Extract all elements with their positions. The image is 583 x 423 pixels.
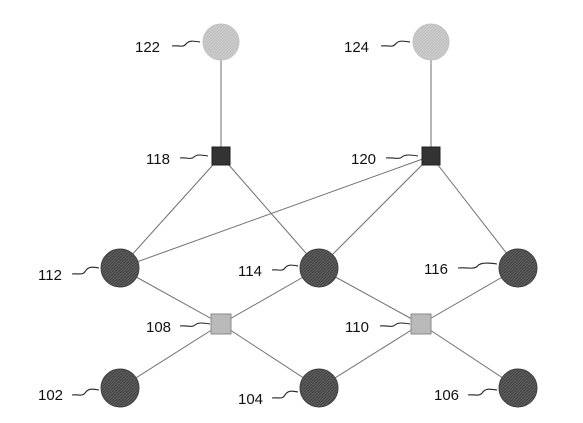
node-104 [299, 368, 339, 408]
node-label-102: 102 [38, 387, 63, 404]
edges-layer [119, 42, 519, 389]
node-114 [299, 248, 339, 288]
leader-line-106 [467, 388, 498, 396]
node-120 [421, 146, 441, 166]
node-label-108: 108 [146, 319, 171, 336]
nodes-layer [100, 23, 538, 408]
leader-line-112 [71, 266, 100, 275]
edge-118-112 [119, 155, 222, 269]
node-122 [202, 23, 240, 61]
leader-line-114 [271, 264, 299, 271]
node-label-114: 114 [238, 263, 262, 280]
leader-line-102 [71, 388, 100, 396]
edge-120-116 [430, 155, 519, 269]
edge-120-114 [318, 155, 432, 269]
node-108 [210, 313, 232, 335]
node-124 [412, 23, 450, 61]
leader-line-122 [171, 40, 201, 47]
node-label-120: 120 [351, 151, 376, 168]
node-label-106: 106 [434, 387, 459, 404]
node-label-104: 104 [238, 391, 263, 408]
leader-line-104 [271, 390, 299, 399]
node-116 [498, 248, 538, 288]
leader-line-124 [380, 40, 411, 47]
labels-layer: 122 124 118 120 112 114 116 108 110 102 104 106 [38, 39, 498, 408]
node-label-124: 124 [344, 39, 369, 56]
leader-line-108 [179, 322, 211, 327]
leader-line-120 [385, 154, 419, 159]
node-label-110: 110 [345, 319, 369, 336]
edge-120-112 [119, 155, 432, 269]
edge-108-102 [119, 323, 222, 389]
node-label-122: 122 [135, 39, 160, 56]
node-102 [100, 368, 140, 408]
node-106 [498, 368, 538, 408]
node-label-118: 118 [146, 151, 170, 168]
node-110 [410, 313, 432, 335]
leader-line-110 [379, 322, 411, 327]
node-label-116: 116 [424, 261, 448, 278]
leader-line-118 [179, 154, 209, 159]
leader-line-116 [457, 262, 498, 269]
edge-110-104 [318, 323, 422, 389]
node-118 [211, 146, 231, 166]
node-112 [100, 248, 140, 288]
node-label-112: 112 [38, 267, 62, 284]
edge-118-114 [220, 155, 320, 269]
edge-108-104 [220, 323, 320, 389]
